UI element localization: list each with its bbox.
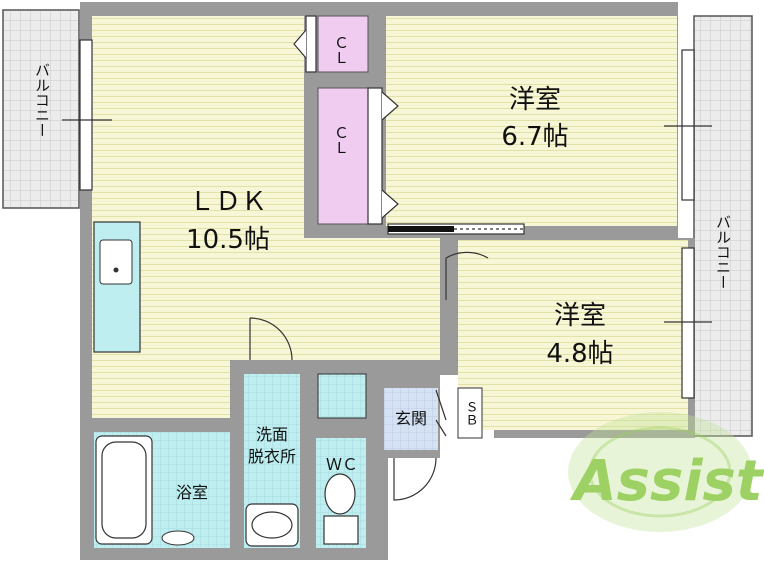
kitchen-counter [93,221,141,353]
bedroom-small-size: 4.8帖 [546,339,613,369]
bathroom-label: 浴室 [176,483,208,502]
shoe-box-label: ＳＢ [463,400,478,426]
doors [249,223,525,501]
balcony-right [693,15,753,437]
bedroom-large-floor [386,16,677,226]
toilet-label: ＷＣ [326,455,358,474]
ldk-floor [92,16,440,418]
shoe-box [457,387,483,439]
closet-door-top [293,15,317,73]
closet-mid-label: ＣＬ [332,125,350,155]
bedroom-small-name: 洋室 [554,301,606,331]
toilet-fixture [323,473,359,545]
balcony-left [2,9,80,209]
bath-stool [161,530,195,546]
assist-logo: Assist [568,412,764,532]
washroom-storage [317,373,367,419]
closet-mid-floor [317,87,369,225]
closet-top-floor [317,15,369,73]
ldk-size: 10.5帖 [186,225,270,255]
closet-top-label: ＣＬ [332,35,350,65]
bathtub [95,435,153,545]
closet-door-mid [367,87,399,225]
washroom-label-2: 脱衣所 [248,447,296,466]
washroom-label-1: 洗面 [256,425,288,444]
bedroom-small-floor [458,240,688,430]
entrance-floor [384,388,438,450]
balcony-right-label: バルコニー [714,215,732,290]
entrance-label: 玄関 [395,409,427,428]
assist-logo-text: Assist [569,449,764,514]
washbasin [245,503,299,547]
ldk-name: ＬＤＫ [189,187,267,217]
windows [62,39,712,399]
bedroom-large-name: 洋室 [509,85,561,115]
balcony-left-label: バルコニー [33,63,51,138]
bedroom-large-size: 6.7帖 [501,122,568,152]
